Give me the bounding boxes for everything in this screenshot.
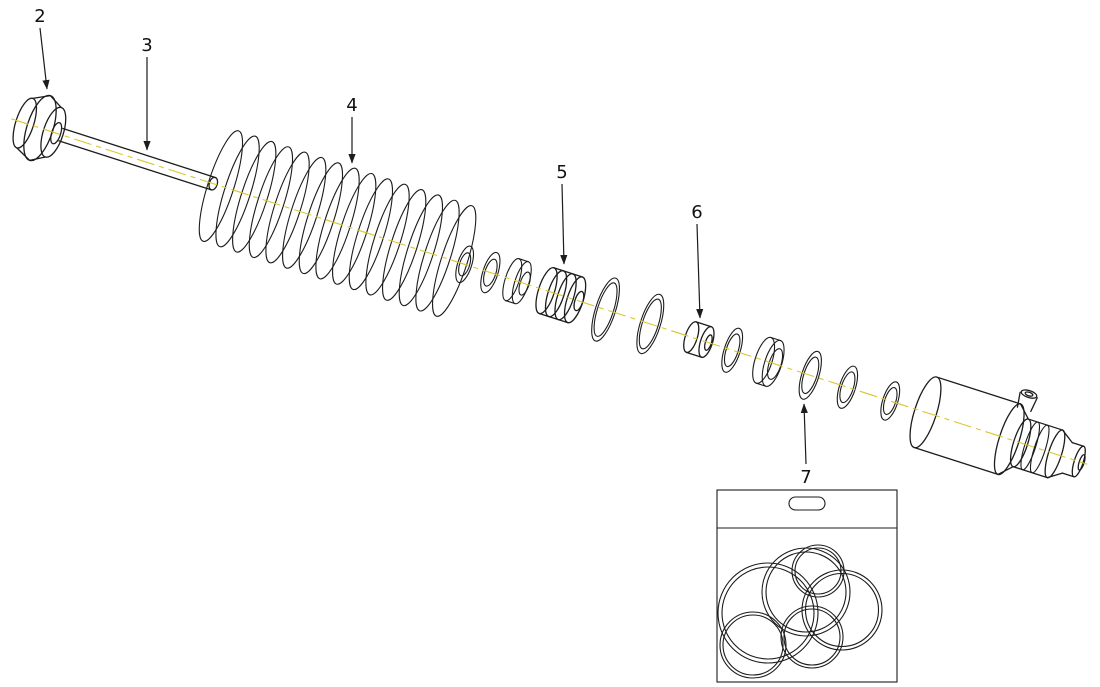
cylinder-body-part (909, 376, 1086, 479)
packet-hang-slot (788, 496, 826, 511)
packet-o-rings (717, 544, 883, 679)
part-7-leader (800, 403, 808, 465)
packet-bag-outline (716, 489, 898, 683)
end-cap-part (12, 94, 67, 162)
part-labels-group: 2 3 4 5 6 7 (34, 6, 811, 488)
part-label-6: 6 (691, 202, 702, 223)
assembly-axis-group (11, 94, 1088, 479)
part-label-5: 5 (556, 162, 567, 183)
part-2-leader (39, 27, 50, 90)
large-o-rings (591, 277, 665, 355)
part-label-2: 2 (34, 6, 45, 27)
part-5-leader (560, 183, 568, 265)
part-6-leader (696, 223, 704, 319)
part-label-7: 7 (800, 467, 811, 488)
part-label-3: 3 (141, 35, 152, 56)
bushing-part (683, 321, 715, 358)
seal-kit-packet (716, 489, 898, 683)
centerline (11, 118, 1088, 465)
part-label-4: 4 (346, 95, 357, 116)
